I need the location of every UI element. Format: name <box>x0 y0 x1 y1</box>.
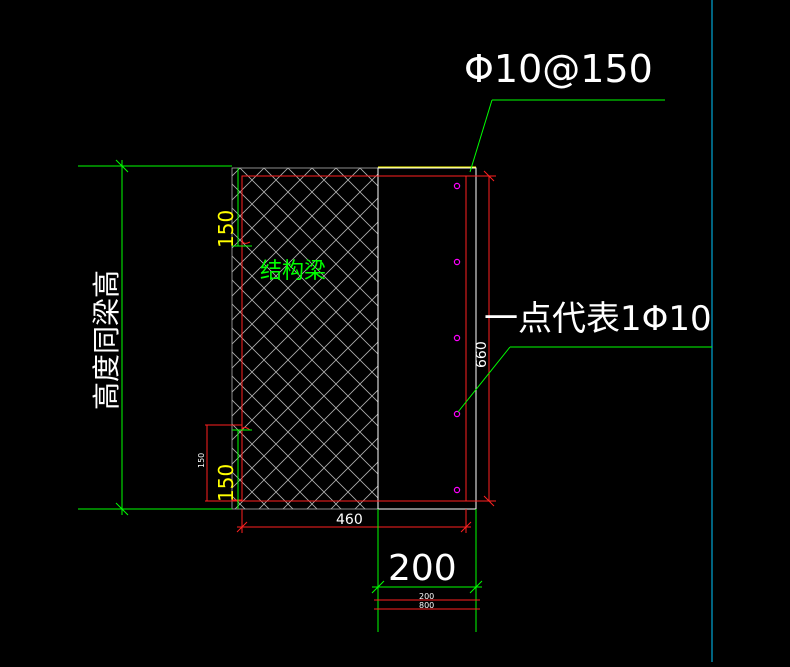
rebar-dot <box>453 334 461 342</box>
beam-hatch-area <box>231 167 379 510</box>
dim-top-offset-text: 150 <box>214 210 238 248</box>
dim-bottom-offset-text: 150 <box>214 464 238 502</box>
rebar-dot <box>453 182 461 190</box>
dim-bottom-small-text: 150 <box>197 453 206 468</box>
rebar-dot <box>453 410 461 418</box>
width-dim-right-tick <box>460 521 472 533</box>
bottom-hook <box>232 426 251 501</box>
wall-dim-right-tick <box>469 580 483 594</box>
point-legend-leader-diag <box>457 346 511 413</box>
wall-outline <box>377 167 477 510</box>
dim-200-small-text: 200 <box>419 592 434 601</box>
rebar-dot <box>453 258 461 266</box>
rebar-spacing-leader-diag <box>469 99 493 173</box>
width-dim-left-tick <box>236 521 248 533</box>
height-label-text: 高度同梁高 <box>90 270 123 410</box>
structural-beam-label: 结构梁 <box>260 259 326 284</box>
dim-width-460-text: 460 <box>336 512 363 528</box>
height-dim-top-tick <box>115 159 129 173</box>
rebar-dots <box>453 182 461 494</box>
dim-200-large-text: 200 <box>388 548 457 589</box>
rebar-dot <box>453 486 461 494</box>
rebar-spacing-text: Φ10@150 <box>464 47 653 91</box>
dim-800-small-text: 800 <box>419 601 434 610</box>
height-dim-bottom-tick <box>115 502 129 516</box>
point-legend-text: 一点代表1Φ10 <box>484 299 712 339</box>
top-hook <box>241 176 251 244</box>
wall-dim-left-tick <box>371 580 385 594</box>
dim-depth-text: 660 <box>474 341 490 368</box>
